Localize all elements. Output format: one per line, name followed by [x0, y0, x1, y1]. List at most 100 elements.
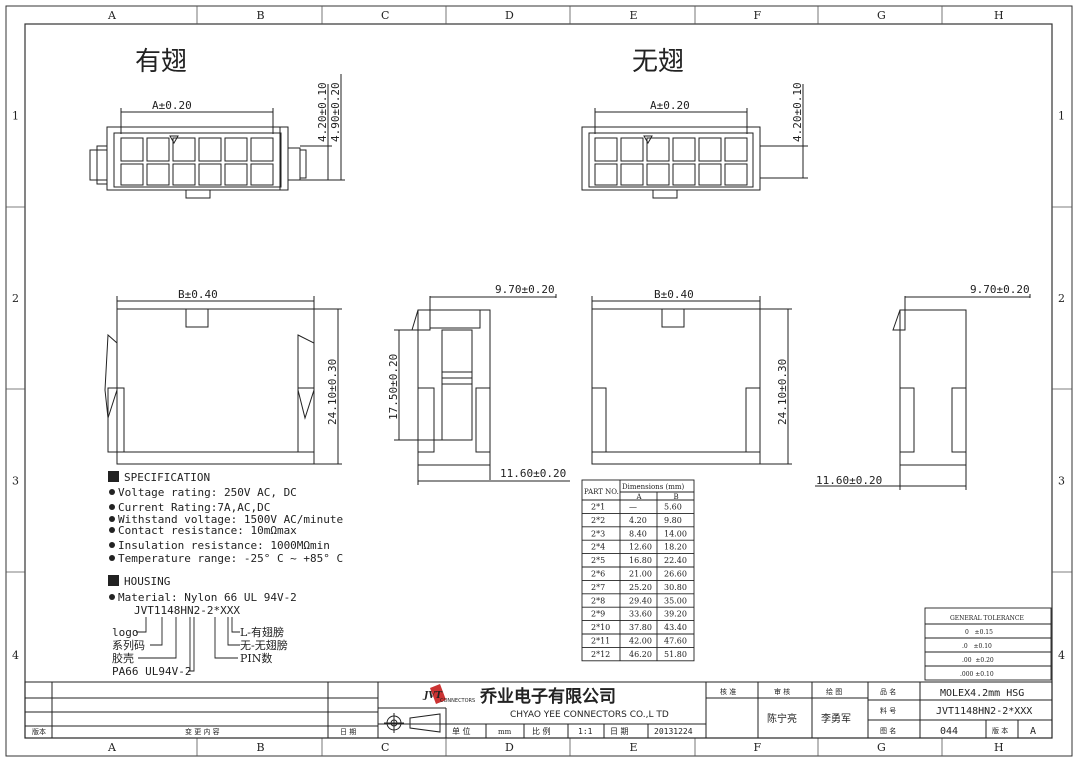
table-cell-b: 9.80: [664, 516, 682, 525]
housing-marker-icon: [108, 575, 119, 586]
zone-col-label: F: [754, 741, 762, 754]
table-cell-a: —: [629, 503, 637, 512]
spec-item: Contact resistance: 10mΩmax: [118, 524, 297, 537]
table-cell-part: 2*1: [591, 503, 605, 512]
drawing-label: 图 名: [880, 726, 896, 735]
label-pa66: PA66 UL94V-2: [112, 665, 191, 678]
svg-text:CONNECTORS: CONNECTORS: [440, 698, 475, 704]
zone-col-label: D: [505, 741, 514, 754]
zone-col-label: F: [754, 9, 762, 22]
approve-label: 核 准: [720, 687, 736, 696]
tolerance-row: .00 ±0.20: [962, 657, 994, 664]
zone-row-label: 3: [12, 475, 19, 488]
scale-label: 比 例: [532, 726, 551, 736]
table-cell-a: 12.60: [629, 543, 652, 552]
dim-b-right: B±0.40: [654, 288, 694, 301]
table-cell-a: 21.00: [629, 570, 652, 579]
table-cell-part: 2*5: [591, 556, 605, 565]
table-header-dims: Dimensions (mm): [622, 483, 685, 491]
table-cell-a: 33.60: [629, 610, 652, 619]
spec-marker-icon: [108, 471, 119, 482]
version-label: 版 本: [992, 726, 1008, 735]
label-series: 系列码: [112, 638, 145, 652]
table-cell-b: 35.00: [664, 596, 687, 605]
spec-list: Voltage rating: 250V AC, DC Current Rati…: [109, 486, 343, 565]
table-header-a: A: [636, 493, 643, 501]
name-label: 品 名: [880, 687, 896, 696]
check-label: 审 核: [774, 687, 790, 696]
company-name-cn: 乔业电子有限公司: [479, 686, 616, 707]
name-value: MOLEX4.2mm HSG: [940, 688, 1024, 699]
table-cell-a: 4.20: [629, 516, 647, 525]
scale-value: 1:1: [578, 727, 593, 736]
table-cell-b: 14.00: [664, 529, 687, 538]
bullet-icon: [109, 489, 115, 495]
table-cell-b: 26.60: [664, 570, 687, 579]
label-logo: logo: [112, 626, 139, 639]
zone-col-label: B: [257, 741, 265, 754]
zone-col-label: C: [381, 741, 389, 754]
svg-text:JVT: JVT: [422, 691, 443, 701]
bullet-icon: [109, 542, 115, 548]
dim-24-10-left: 24.10±0.30: [326, 359, 339, 425]
date2-label: 日 期: [610, 727, 629, 736]
table-cell-part: 2*3: [591, 529, 605, 538]
dim-17-50: 17.50±0.20: [387, 354, 400, 420]
tolerance-row: .000 ±0.10: [960, 671, 994, 678]
table-cell-b: 43.40: [664, 623, 687, 632]
drawing-value: 044: [940, 726, 958, 737]
dim-9-70-left: 9.70±0.20: [495, 283, 555, 296]
dim-4-90-left: 4.90±0.20: [329, 82, 342, 142]
label-l-wings: L-有翅膀: [240, 625, 284, 639]
table-cell-part: 2*11: [591, 637, 610, 646]
label-pin-count: PIN数: [240, 652, 272, 665]
with-wings-title: 有翅: [135, 47, 187, 77]
change-label: 变 更 内 容: [185, 727, 220, 736]
table-cell-part: 2*2: [591, 516, 605, 525]
front-view-no-wings: [581, 84, 808, 199]
drafter-name: 李勇军: [821, 712, 851, 725]
zone-col-label: C: [381, 9, 389, 22]
part-code-leaders: [136, 617, 240, 672]
zone-lines: [6, 6, 1072, 756]
material-label: 料 号: [880, 706, 896, 715]
bullet-icon: [109, 527, 115, 533]
table-cell-a: 46.20: [629, 650, 652, 659]
zone-row-label: 3: [1058, 475, 1065, 488]
housing-part-code: JVT1148HN2-2*XXX: [134, 604, 240, 617]
title-block: [24, 681, 1053, 739]
date-label: 日 期: [340, 728, 356, 736]
dim-11-60-right: 11.60±0.20: [816, 474, 882, 487]
table-cell-b: 39.20: [664, 610, 687, 619]
unit-label: 单 位: [452, 726, 471, 736]
table-header-part: PART NO.: [584, 488, 619, 496]
dim-a-left: A±0.20: [152, 99, 192, 112]
bullet-icon: [109, 594, 115, 600]
section-view: [394, 294, 570, 485]
zone-col-label: E: [630, 9, 638, 22]
spec-item: Insulation resistance: 1000MΩmin: [118, 539, 330, 552]
table-cell-b: 51.80: [664, 650, 687, 659]
checker-name: 陈宁亮: [767, 712, 797, 725]
table-cell-a: 37.80: [629, 623, 652, 632]
side-view-with-wings: [104, 296, 342, 465]
without-wings-title: 无翅: [632, 47, 684, 77]
table-cell-part: 2*9: [591, 610, 605, 619]
spec-item: Temperature range: -25° C ~ +85° C: [118, 552, 343, 565]
table-cell-b: 30.80: [664, 583, 687, 592]
table-cell-b: 18.20: [664, 543, 687, 552]
side-view-no-wings: [591, 296, 792, 465]
table-cell-a: 25.20: [629, 583, 652, 592]
unit-value: mm: [498, 728, 512, 736]
zone-col-label: H: [994, 9, 1004, 22]
zone-row-label: 4: [1058, 649, 1065, 662]
inner-frame: [24, 23, 1053, 739]
table-cell-b: 47.60: [664, 637, 687, 646]
dim-4-20-left: 4.20±0.10: [316, 82, 329, 142]
tolerance-title: GENERAL TOLERANCE: [950, 615, 1024, 622]
label-shell: 胶壳: [112, 651, 134, 665]
zone-row-label: 1: [1058, 110, 1065, 123]
company-logo-icon: JVT CONNECTORS: [422, 684, 475, 704]
dim-4-20-right: 4.20±0.10: [791, 82, 804, 142]
